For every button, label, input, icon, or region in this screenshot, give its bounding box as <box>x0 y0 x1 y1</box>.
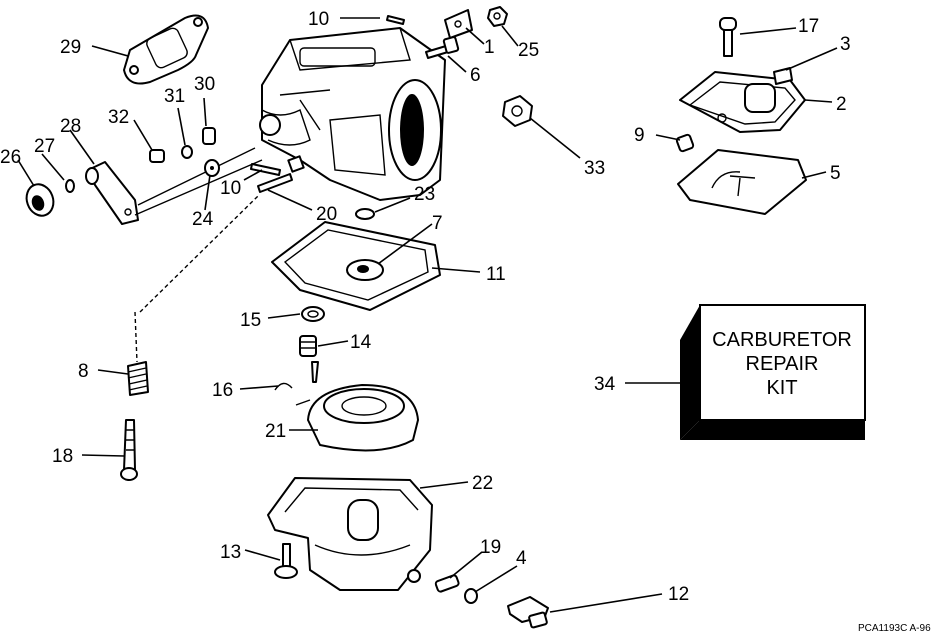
part-4-washer <box>464 588 478 604</box>
part-2-pump-cover <box>679 71 806 133</box>
part-3-fitting <box>773 67 793 85</box>
part-27-ring <box>65 179 75 193</box>
callout-15: 15 <box>240 310 261 331</box>
assembly-dashed-line-2 <box>134 311 138 363</box>
callout-27: 27 <box>34 136 55 157</box>
callout-5: 5 <box>830 163 841 184</box>
callout-24: 24 <box>192 209 214 230</box>
callout-20: 20 <box>316 204 337 225</box>
part-22-float-bowl <box>267 477 433 591</box>
kit-line-2: REPAIR <box>746 353 819 375</box>
linkage-lines <box>134 147 263 216</box>
callout-22: 22 <box>472 473 493 494</box>
callout-10-lower: 10 <box>220 178 241 199</box>
part-18-needle <box>120 419 138 481</box>
part-10-pin-lower <box>250 163 281 176</box>
part-7-disc <box>346 259 384 281</box>
callout-8: 8 <box>78 361 89 382</box>
part-34-kit-box <box>680 304 866 440</box>
part-31-washer <box>181 145 193 159</box>
part-26-knob <box>25 183 55 217</box>
part-23-plug <box>355 208 375 220</box>
callout-21: 21 <box>265 421 286 442</box>
part-25-nut <box>487 6 508 27</box>
part-16-clip <box>274 382 293 391</box>
callout-10-top: 10 <box>308 9 329 30</box>
callout-18: 18 <box>52 446 73 467</box>
callout-labels: 29 10 1 25 6 17 3 2 9 5 33 30 31 32 27 2… <box>0 9 851 605</box>
kit-line-3: KIT <box>766 377 797 399</box>
callout-16: 16 <box>212 380 233 401</box>
callout-31: 31 <box>164 86 185 107</box>
part-28-lever <box>85 161 139 225</box>
callout-17: 17 <box>798 16 819 37</box>
callout-30: 30 <box>194 74 215 95</box>
part-24-washer <box>204 159 220 177</box>
part-30-bushing <box>202 127 216 145</box>
part-1-bracket <box>444 9 473 39</box>
callout-11: 11 <box>486 264 506 285</box>
callout-29: 29 <box>60 37 81 58</box>
part-8-spring <box>127 361 149 396</box>
callout-14: 14 <box>350 332 372 353</box>
figure-code: PCA1193C A-96 <box>858 623 931 633</box>
callout-28: 28 <box>60 116 81 137</box>
part-15-oring <box>301 306 325 322</box>
part-32-screw <box>149 149 165 163</box>
callout-26: 26 <box>0 147 21 168</box>
part-29-gasket <box>123 14 209 85</box>
part-13-screw <box>274 543 298 579</box>
part-10-pin-top <box>386 15 405 25</box>
part-17-screw <box>719 17 737 57</box>
callout-32: 32 <box>108 107 129 128</box>
leader-lines <box>17 17 838 613</box>
callout-34: 34 <box>594 374 616 395</box>
part-14-needle-seat <box>299 335 319 383</box>
callout-1: 1 <box>484 37 495 58</box>
part-5-diaphragm <box>677 149 807 215</box>
part-9-screw <box>675 133 695 153</box>
callout-6: 6 <box>470 65 481 86</box>
callout-3: 3 <box>840 34 851 55</box>
callout-4: 4 <box>516 548 527 569</box>
part-33-nut <box>502 95 533 127</box>
part-20-screw <box>257 155 305 193</box>
callout-7: 7 <box>432 213 443 234</box>
callout-13: 13 <box>220 542 241 563</box>
callout-9: 9 <box>634 125 645 146</box>
part-19-jet <box>434 574 460 593</box>
part-6-screw <box>425 36 460 59</box>
part-12-drain-screw <box>507 596 549 629</box>
part-carburetor-body <box>259 27 446 201</box>
part-21-float <box>295 384 419 452</box>
callout-19: 19 <box>480 537 501 558</box>
callout-33: 33 <box>584 158 605 179</box>
callout-25: 25 <box>518 40 539 61</box>
callout-2: 2 <box>836 94 847 115</box>
callout-12: 12 <box>668 584 689 605</box>
callout-23: 23 <box>414 184 435 205</box>
kit-line-1: CARBURETOR <box>712 329 852 351</box>
